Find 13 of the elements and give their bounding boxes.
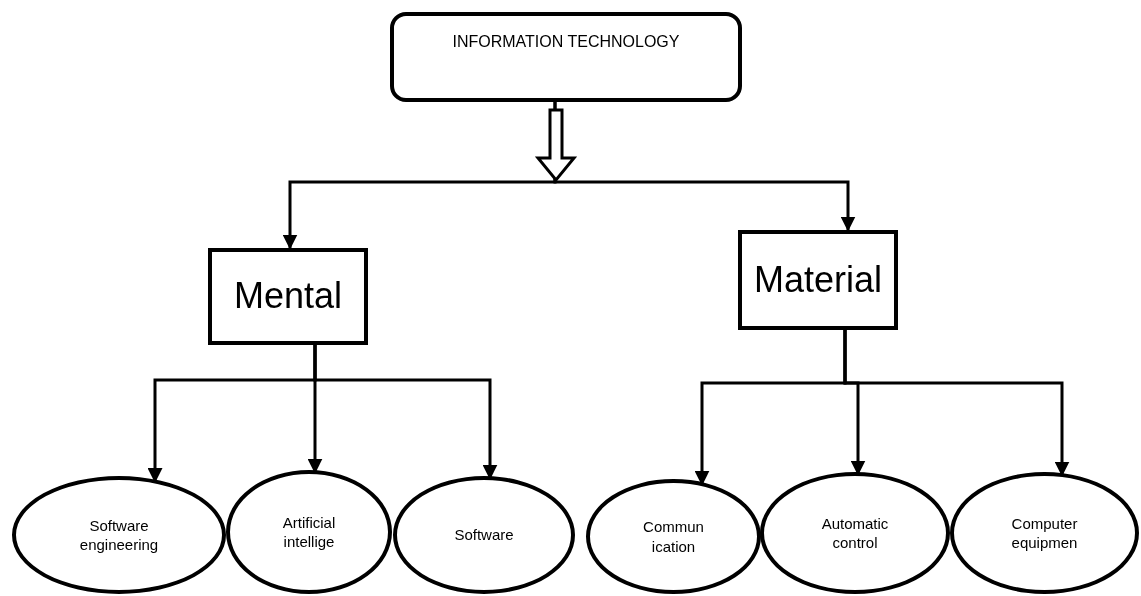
- node-label: Software engineering: [78, 515, 160, 555]
- node-label: Artificial intellige: [281, 512, 337, 552]
- category-box: [738, 230, 898, 330]
- rounded-box: [390, 12, 742, 102]
- block-arrow: [534, 108, 578, 183]
- node-label: Mental: [233, 274, 343, 319]
- node-label: Software: [454, 525, 514, 545]
- node-label: Commun ication: [642, 517, 705, 556]
- node-label: INFORMATION TECHNOLOGY: [452, 31, 680, 52]
- node-label: Computer equipmen: [1010, 513, 1079, 553]
- node-label: Material: [753, 257, 882, 302]
- category-box: [208, 248, 368, 345]
- node-label: Automatic control: [820, 513, 890, 553]
